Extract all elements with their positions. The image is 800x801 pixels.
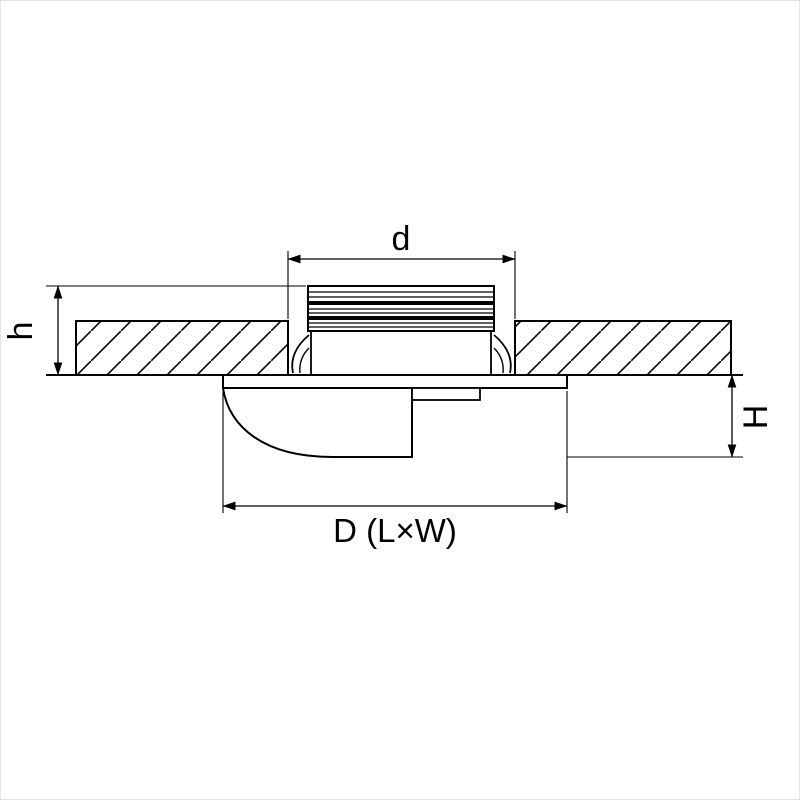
dimension-label-H: H — [737, 405, 775, 430]
lamp-step — [411, 387, 481, 401]
ceiling-section — [46, 320, 743, 376]
trim-plate — [222, 374, 568, 389]
ceiling-section-right — [514, 320, 732, 376]
dimension-d: d — [287, 220, 516, 319]
dimension-label-h: h — [2, 322, 40, 341]
dimension-label-d: d — [392, 220, 411, 258]
dimension-D: D (L×W) — [222, 391, 568, 549]
dimension-h: h — [2, 285, 306, 376]
dimension-H: H — [567, 374, 775, 458]
spring-clip-left — [291, 334, 310, 374]
spring-clip-right — [493, 347, 504, 374]
spring-clip-right — [493, 334, 512, 374]
lamp-dome — [221, 387, 413, 458]
trim-and-dome — [221, 374, 568, 458]
ceiling-section-left — [75, 320, 289, 376]
dimension-label-D: D (L×W) — [333, 512, 457, 549]
spring-clip-left — [299, 347, 310, 374]
lamp-housing — [291, 285, 512, 375]
